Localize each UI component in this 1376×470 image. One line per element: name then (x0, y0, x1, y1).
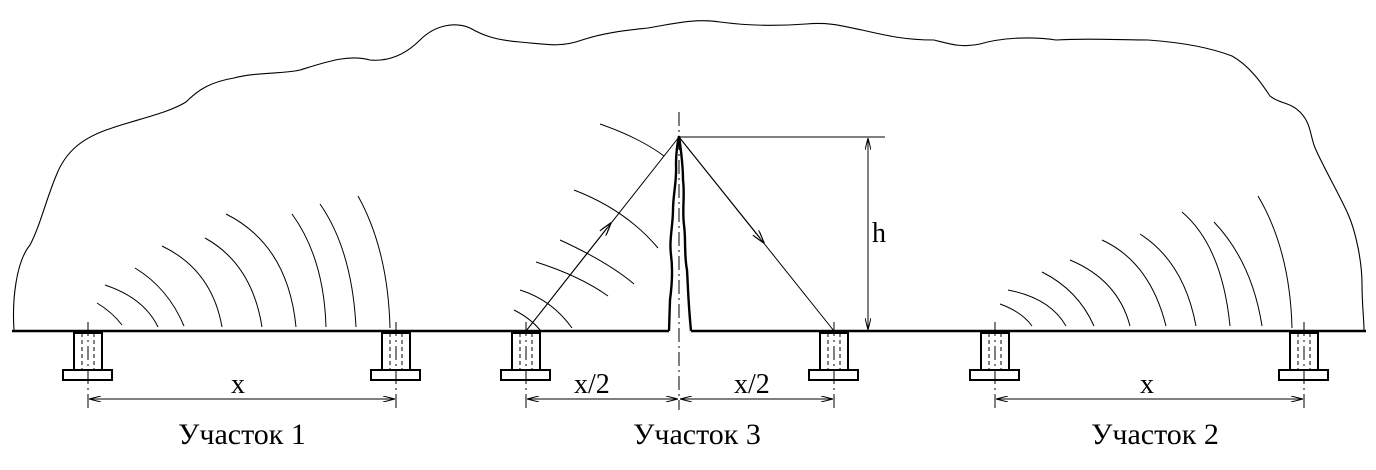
incident-ray-arrow (525, 228, 607, 332)
dim-x-half-right: x/2 (734, 369, 770, 400)
section-3-label: Участок 3 (633, 418, 761, 451)
section-2-label: Участок 2 (1091, 418, 1219, 451)
wavefronts-section-1 (96, 195, 391, 329)
h-label: h (872, 218, 886, 249)
sensor-3 (500, 322, 551, 410)
sensor-6 (1278, 322, 1329, 410)
reflected-ray-arrow (678, 136, 760, 238)
wavefronts-section-3 (513, 123, 665, 331)
dim-x-half-left: x/2 (574, 369, 610, 400)
sensor-1 (62, 322, 113, 410)
dim-x-section-1: x (231, 369, 245, 400)
crack (667, 135, 693, 332)
dim-x-section-2: x (1140, 369, 1154, 400)
section-1-label: Участок 1 (178, 418, 306, 451)
object-outline (13, 20, 1365, 331)
sensor-2 (370, 322, 421, 410)
sensor-5 (969, 322, 1020, 410)
wavefronts-section-2 (999, 195, 1293, 329)
sensor-4 (808, 322, 859, 410)
